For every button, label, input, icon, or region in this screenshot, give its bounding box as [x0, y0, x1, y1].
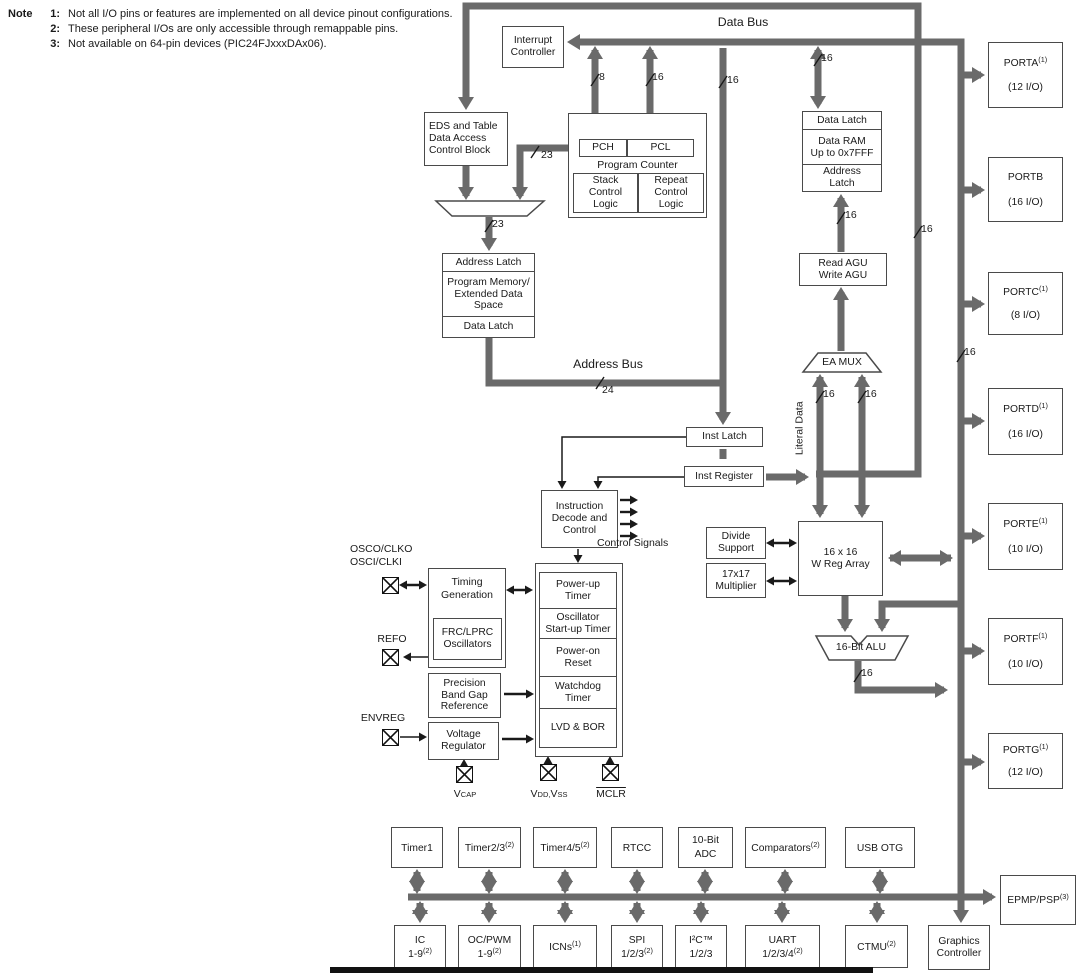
block-comparators: Comparators(2) — [745, 827, 826, 868]
block-eds-table-data-access: EDS and Table Data Access Control Block — [424, 112, 508, 166]
bus-width-16: 16 — [652, 71, 664, 83]
block-oscillator-start-up-timer: Oscillator Start-up Timer — [539, 608, 617, 640]
bus-width-24: 24 — [602, 384, 614, 396]
block-graphics-controller: Graphics Controller — [928, 925, 990, 970]
block-porte: PORTE(1)(10 I/O) — [988, 503, 1063, 570]
block-timer4-5: Timer4/5(2) — [533, 827, 597, 868]
block-pch: PCH — [579, 139, 627, 157]
alu-shape — [814, 635, 910, 661]
pin-refo-icon — [382, 649, 399, 666]
block-instruction-decode: Instruction Decode and Control — [541, 490, 618, 548]
pin-vdd-vss-icon — [540, 764, 557, 781]
block-portc: PORTC(1)(8 I/O) — [988, 272, 1063, 335]
label-ea-mux: EA MUX — [822, 356, 862, 368]
block-band-gap-reference: Precision Band Gap Reference — [428, 673, 501, 718]
label-data-bus: Data Bus — [717, 15, 769, 29]
block-lvd-bor: LVD & BOR — [539, 708, 617, 748]
block-portg: PORTG(1)(12 I/O) — [988, 733, 1063, 789]
bus-width-16: 16 — [845, 209, 857, 221]
program-mux-shape — [434, 200, 546, 217]
pin-mclr-icon — [602, 764, 619, 781]
pin-osc-icon — [382, 577, 399, 594]
block-w-reg-array: 16 x 16 W Reg Array — [798, 521, 883, 596]
block-rtcc: RTCC — [611, 827, 663, 868]
label-control-signals: Control Signals — [597, 537, 669, 549]
block-inst-latch: Inst Latch — [686, 427, 763, 447]
note-2: 2: These peripheral I/Os are only access… — [50, 22, 399, 35]
bus-width-23: 23 — [492, 218, 504, 230]
label-address-bus: Address Bus — [573, 357, 643, 371]
bus-width-16: 16 — [861, 667, 873, 679]
label-program-counter: Program Counter — [597, 159, 678, 171]
label-envreg-pin: ENVREG — [360, 712, 406, 724]
ea-mux-shape — [801, 352, 883, 373]
bus-width-16: 16 — [727, 74, 739, 86]
label-osc-pins: OSCO/CLKO OSCI/CLKI — [350, 543, 413, 568]
block-watchdog-timer: Watchdog Timer — [539, 676, 617, 710]
block-power-up-timer: Power-up Timer — [539, 572, 617, 610]
block-timer2-3: Timer2/3(2) — [458, 827, 521, 868]
block-read-write-agu: Read AGU Write AGU — [799, 253, 887, 286]
block-repeat-control-logic: Repeat Control Logic — [638, 173, 704, 213]
block-portb: PORTB(16 I/O) — [988, 157, 1063, 222]
bus-width-16: 16 — [964, 346, 976, 358]
label-refo-pin: REFO — [377, 633, 407, 645]
bus-width-23: 23 — [541, 149, 553, 161]
block-interrupt-controller: Interrupt Controller — [502, 26, 564, 68]
block-portd: PORTD(1)(16 I/O) — [988, 388, 1063, 455]
notes: Note 1: Not all I/O pins or features are… — [8, 7, 478, 52]
label-16-bit-alu: 16-Bit ALU — [835, 641, 887, 653]
label-timing-generation: Timing Generation — [441, 576, 493, 601]
label-vdd-vss-pin: VDD,VSS — [530, 788, 568, 800]
bus-width-ticks — [484, 53, 966, 683]
note-1: Note 1: Not all I/O pins or features are… — [8, 8, 453, 20]
bus-width-16: 16 — [921, 223, 933, 235]
block-program-memory: Program Memory/ Extended Data Space — [442, 271, 535, 318]
block-epmp-psp: EPMP/PSP(3) — [1000, 875, 1076, 925]
block-usb-otg: USB OTG — [845, 827, 915, 868]
bus-width-16: 16 — [865, 388, 877, 400]
block-divide-support: Divide Support — [706, 527, 766, 559]
label-mclr-pin: MCLR — [596, 788, 626, 800]
label-literal-data: Literal Data — [793, 401, 806, 456]
block-pcl: PCL — [627, 139, 694, 157]
block-stack-control-logic: Stack Control Logic — [573, 173, 638, 213]
block-ram-data-latch: Data Latch — [802, 111, 882, 131]
pin-envreg-icon — [382, 729, 399, 746]
block-17x17-multiplier: 17x17 Multiplier — [706, 563, 766, 598]
block-voltage-regulator: Voltage Regulator — [428, 722, 499, 760]
block-data-ram: Data RAM Up to 0x7FFF — [802, 129, 882, 166]
block-pm-address-latch: Address Latch — [442, 253, 535, 273]
bus-width-8: 8 — [599, 71, 605, 83]
block-frc-lprc-oscillators: FRC/LPRC Oscillators — [433, 618, 502, 660]
note-3: 3: Not available on 64-pin devices (PIC2… — [50, 37, 327, 50]
bottom-rule — [330, 967, 873, 973]
pin-vcap-icon — [456, 766, 473, 783]
bus-width-16: 16 — [821, 52, 833, 64]
block-pm-data-latch: Data Latch — [442, 316, 535, 338]
block-timer1: Timer1 — [391, 827, 443, 868]
bus-width-16: 16 — [823, 388, 835, 400]
signal-arrowheads — [399, 481, 797, 767]
block-ram-address-latch: Address Latch — [802, 164, 882, 192]
block-inst-register: Inst Register — [684, 466, 764, 487]
block-10-bit-adc: 10-Bit ADC — [678, 827, 733, 868]
block-ctmu: CTMU(2) — [845, 925, 908, 968]
block-icns: ICNs(1) — [533, 925, 597, 968]
block-porta: PORTA(1)(12 I/O) — [988, 42, 1063, 108]
block-power-on-reset: Power-on Reset — [539, 638, 617, 678]
mux-alu-shapes — [434, 200, 910, 661]
block-portf: PORTF(1)(10 I/O) — [988, 618, 1063, 685]
label-vcap-pin: VCAP — [453, 788, 477, 800]
